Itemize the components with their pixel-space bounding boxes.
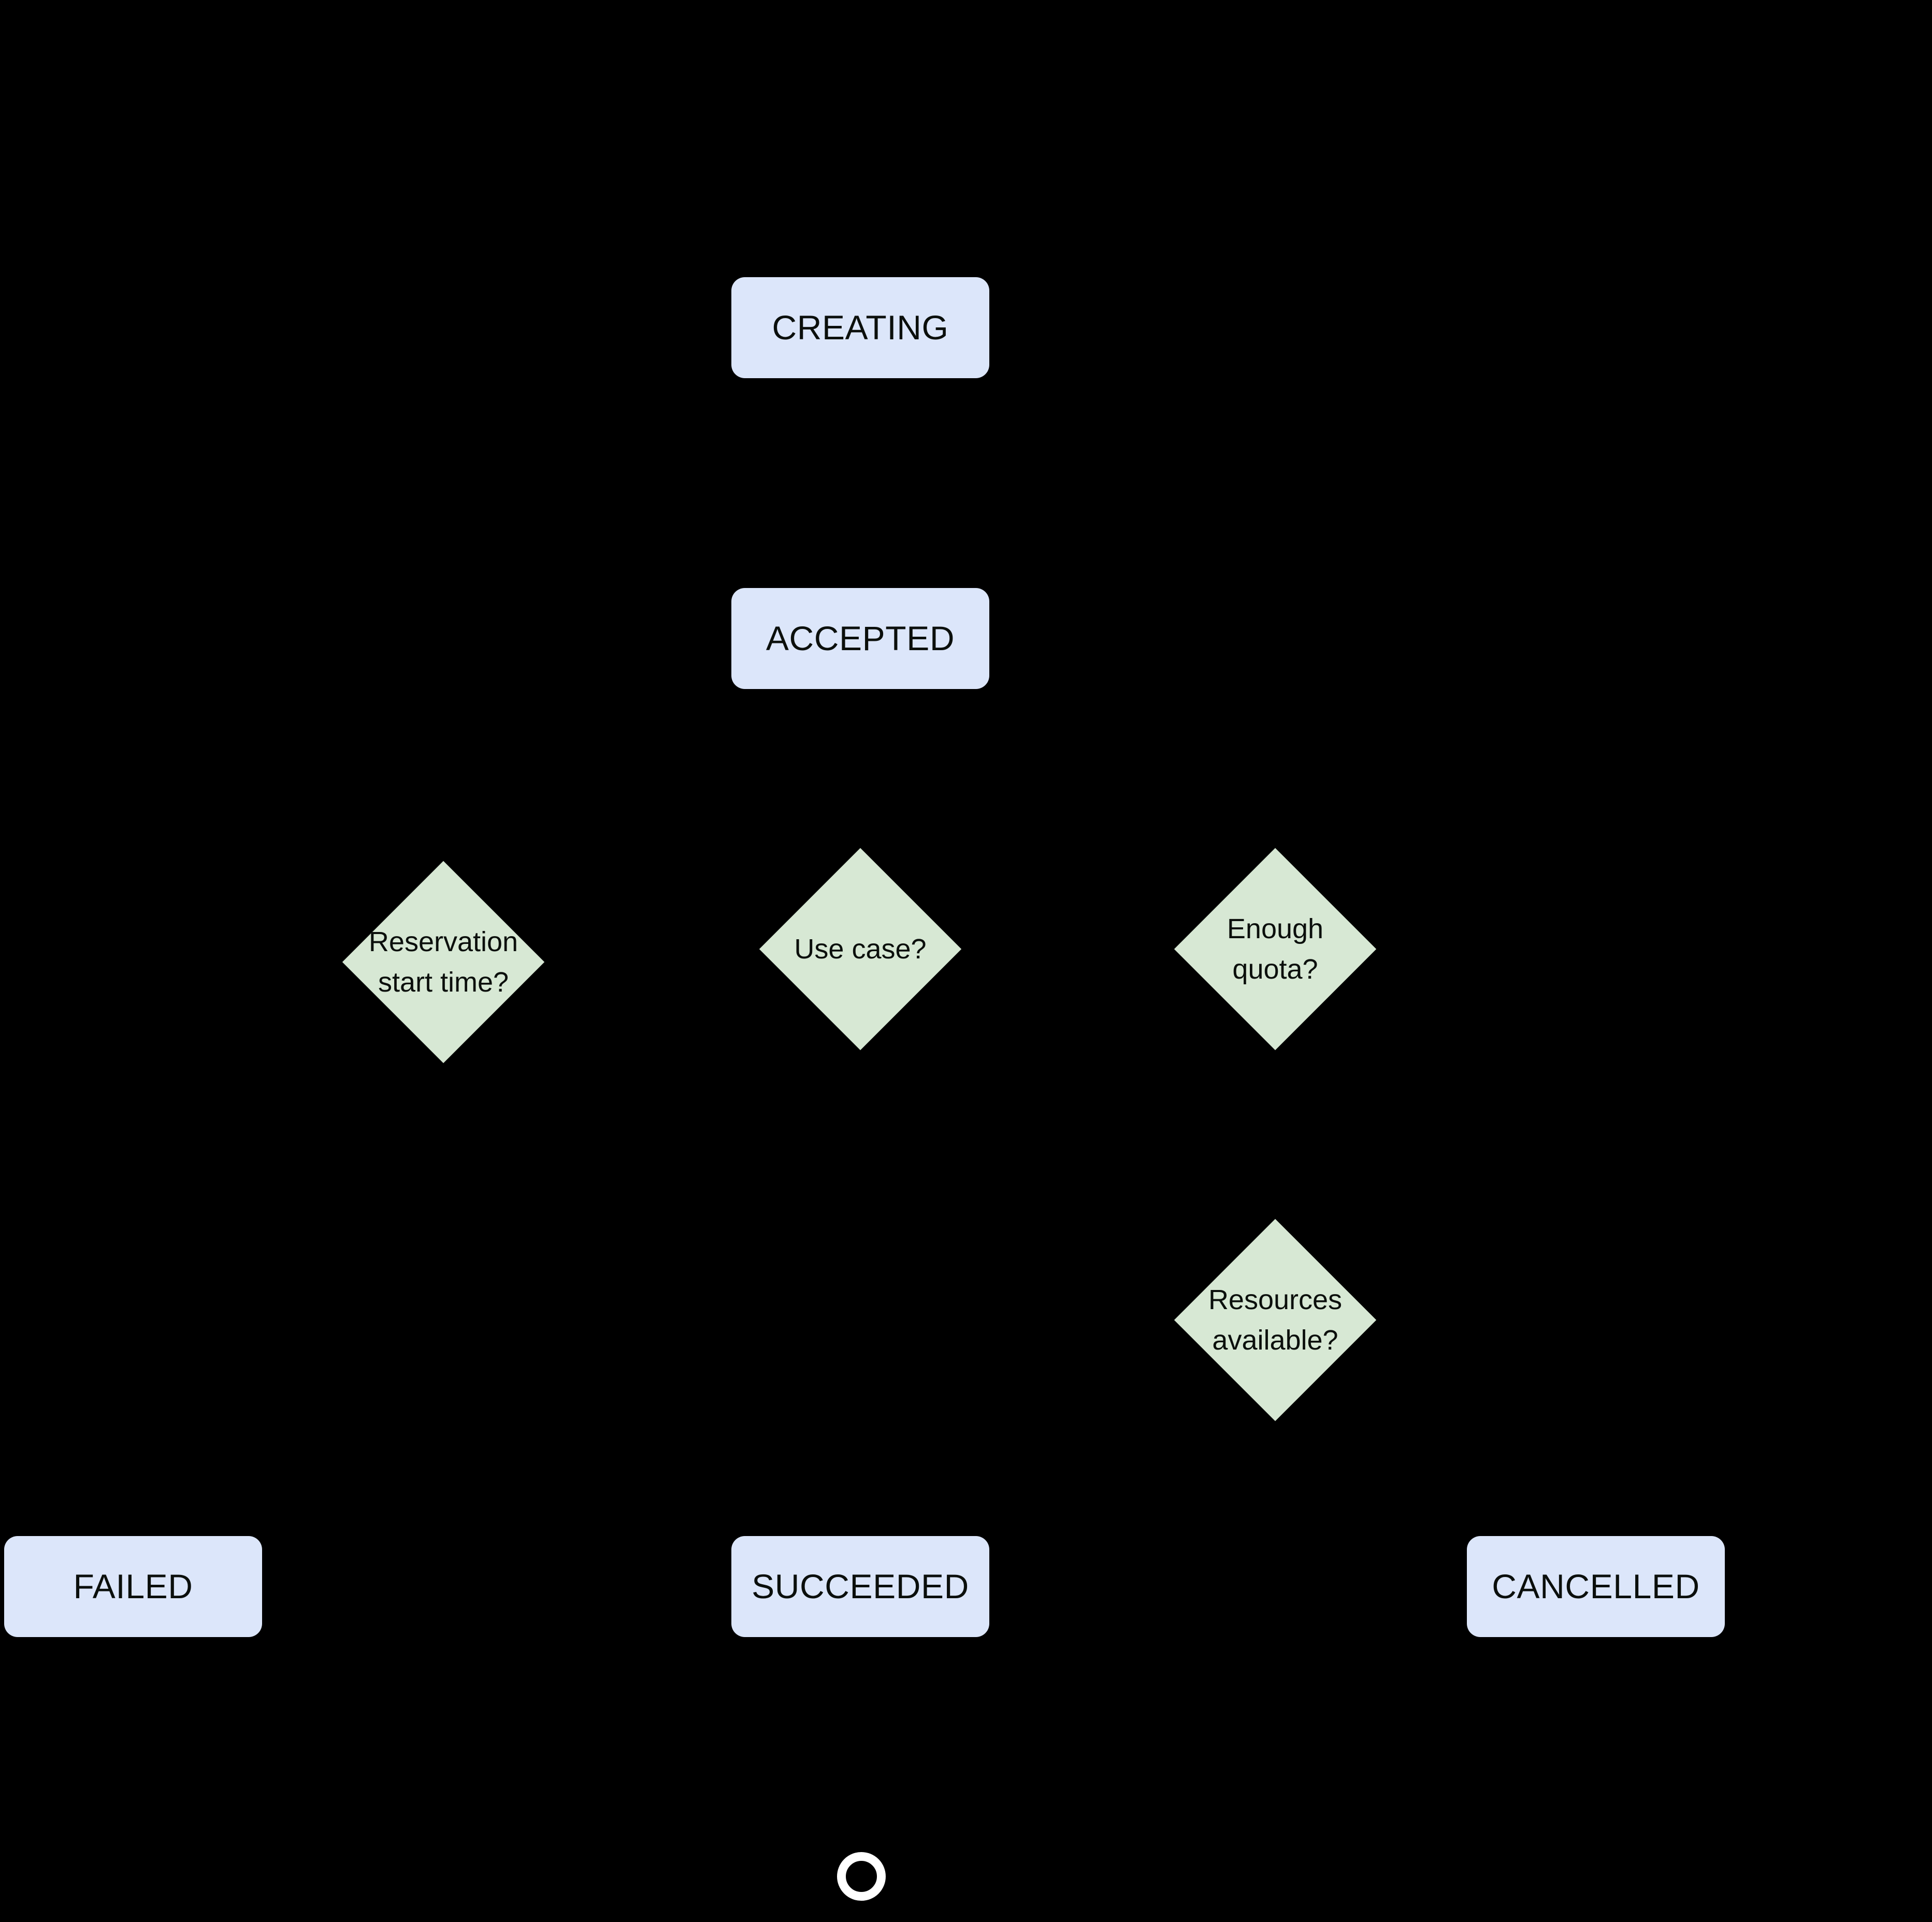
decision-resources-available[interactable]: Resources available? xyxy=(1174,1218,1377,1422)
state-box-succeeded[interactable]: SUCCEEDED xyxy=(731,1536,989,1637)
edge-accepted-to-reservation-start-time xyxy=(429,689,862,865)
state-box-cancelled[interactable]: CANCELLED xyxy=(1467,1536,1725,1637)
decision-use-case[interactable]: Use case? xyxy=(759,848,962,1051)
edge-resources-available-to-cancelled xyxy=(1273,1421,1610,1540)
state-box-creating[interactable]: CREATING xyxy=(731,277,989,378)
edge-accepted-to-enough-quota xyxy=(858,689,1290,852)
edge-reservation-start-time-to-failed xyxy=(119,1063,445,1540)
state-box-accepted[interactable]: ACCEPTED xyxy=(731,588,989,689)
state-label-succeeded: SUCCEEDED xyxy=(752,1567,969,1606)
state-label-accepted: ACCEPTED xyxy=(766,619,955,658)
decision-enough-quota[interactable]: Enough quota? xyxy=(1174,848,1377,1051)
state-label-failed: FAILED xyxy=(73,1567,193,1606)
decision-label-reservation-start-time: Reservation start time? xyxy=(368,926,518,998)
decision-reservation-start-time[interactable]: Reservation start time? xyxy=(342,860,545,1064)
state-box-failed[interactable]: FAILED xyxy=(4,1536,262,1637)
state-label-creating: CREATING xyxy=(772,308,949,347)
edge-cancelled-to-end xyxy=(864,1637,1598,1858)
decision-label-use-case: Use case? xyxy=(794,933,927,965)
decision-label-resources-available: Resources available? xyxy=(1208,1284,1343,1356)
edge-failed-to-end xyxy=(131,1637,858,1858)
state-label-cancelled: CANCELLED xyxy=(1492,1567,1700,1606)
end-node-circle-icon xyxy=(837,1852,886,1901)
decision-label-enough-quota: Enough quota? xyxy=(1227,913,1324,985)
